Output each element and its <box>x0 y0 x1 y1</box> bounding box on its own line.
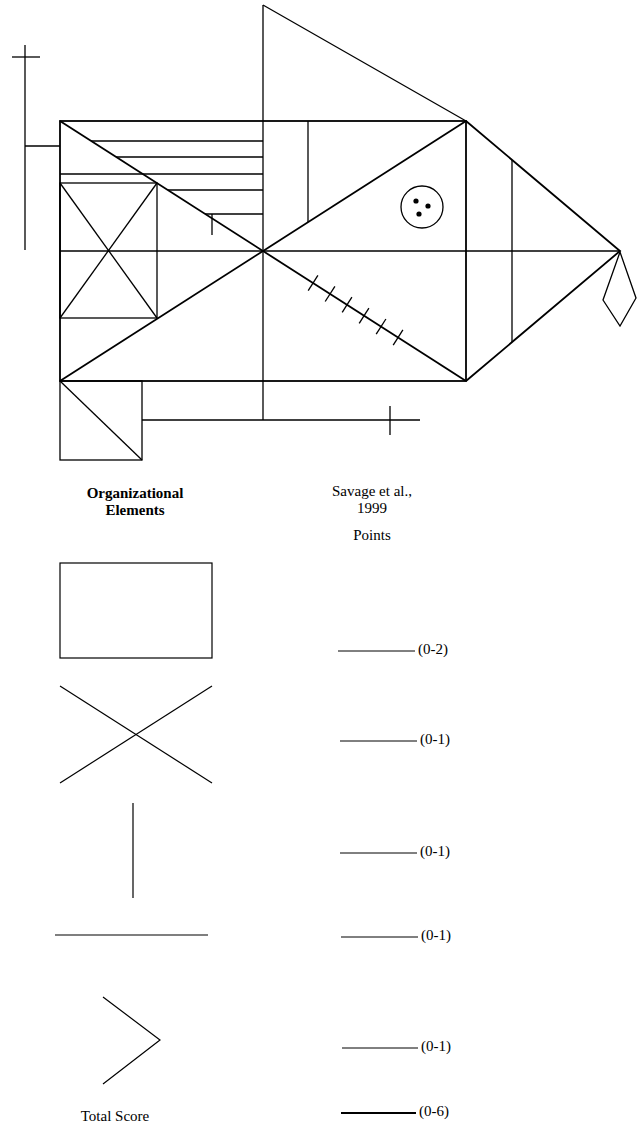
inner-square <box>60 183 157 318</box>
top-triangle <box>263 5 466 121</box>
score-range: (0-1) <box>420 731 480 748</box>
parallel-line <box>60 173 263 174</box>
element-icons <box>55 563 212 1084</box>
right-triangle <box>466 121 620 381</box>
circle-dots <box>413 198 430 216</box>
total-label: Total Score <box>60 1108 170 1125</box>
hatch <box>359 308 369 323</box>
left-cross <box>25 145 60 146</box>
score-blank <box>338 651 415 652</box>
score-range: (0-1) <box>420 843 480 860</box>
score-blank <box>341 1112 416 1114</box>
hatch <box>393 330 403 345</box>
parallel-line <box>205 213 263 214</box>
hatch <box>342 297 352 312</box>
left-cross <box>12 56 40 57</box>
score-range: (0-1) <box>421 927 481 944</box>
bottom-square <box>60 381 142 460</box>
chevron-icon <box>103 997 160 1084</box>
left-cross <box>24 45 25 250</box>
triangle-vertical <box>511 160 512 342</box>
score-range: (0-2) <box>418 641 478 658</box>
inner-x <box>60 183 157 318</box>
dot <box>425 203 430 208</box>
parallel-line <box>168 189 263 190</box>
horizontal-midline <box>60 250 620 252</box>
rey-figure <box>12 5 636 460</box>
circle <box>401 186 443 228</box>
diamond <box>603 252 636 326</box>
bottom-line <box>142 419 420 420</box>
bottom-cross <box>389 406 390 435</box>
score-blank <box>341 937 418 938</box>
column-heading: Savage et al., 1999 <box>317 483 427 517</box>
score-range: (0-1) <box>421 1038 481 1055</box>
parallel-line <box>116 156 263 157</box>
score-range: (0-6) <box>419 1103 479 1120</box>
cross-icon <box>60 686 212 783</box>
short-vertical <box>211 214 212 235</box>
column-heading: Points <box>317 527 427 544</box>
horizontal-icon <box>55 934 208 935</box>
hatch <box>376 319 386 334</box>
score-blank <box>342 1048 418 1049</box>
inner-x <box>60 183 157 318</box>
rectangle-icon <box>60 563 212 658</box>
vertical-icon <box>132 803 133 898</box>
score-blank <box>340 741 417 742</box>
cross-icon <box>60 686 212 783</box>
parallel-line <box>91 140 263 141</box>
dot <box>413 198 418 203</box>
column-heading: Organizational Elements <box>62 485 208 519</box>
upper-vertical <box>307 121 308 222</box>
bottom-diagonal <box>60 381 142 460</box>
hatch <box>308 275 318 290</box>
vertical-midline <box>262 5 263 420</box>
score-blank <box>340 853 417 854</box>
hatch <box>325 286 335 301</box>
dot <box>416 211 421 216</box>
score-blanks <box>338 651 418 1113</box>
